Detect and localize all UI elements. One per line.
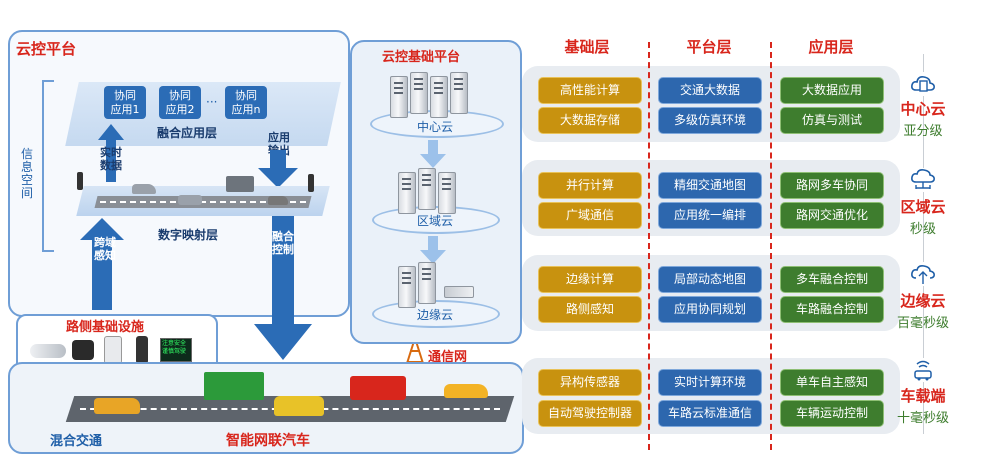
server-icon: [418, 168, 436, 210]
chip-base: 高性能计算: [538, 77, 642, 104]
chip-application: 车路融合控制: [780, 296, 884, 323]
app-card-n[interactable]: 协同 应用n: [225, 86, 267, 119]
chip-platform: 局部动态地图: [658, 266, 762, 293]
edge-cloud-icon: [910, 262, 936, 286]
server-icon: [398, 266, 416, 308]
row-latency-center-cloud: 亚分级: [903, 124, 943, 139]
server-icon: [418, 262, 436, 304]
network-cloud-icon: [910, 168, 936, 192]
intelligent-connected-vehicle-label: 智能网联汽车: [226, 433, 310, 449]
mapping-road-lines: [100, 201, 306, 203]
server-icon: [410, 72, 428, 114]
chip-base: 大数据存储: [538, 107, 642, 134]
server-icon: [390, 76, 408, 118]
fusion-control-arrow: [254, 216, 312, 360]
chip-platform: 应用协同规划: [658, 296, 762, 323]
region-cloud-label: 区域云: [416, 214, 453, 228]
chip-platform: 多级仿真环境: [658, 107, 762, 134]
column-divider: [770, 42, 772, 450]
cloud-control-platform-title: 云控平台: [16, 40, 77, 58]
column-header-platform: 平台层: [686, 38, 732, 56]
edge-box-icon: [444, 286, 474, 298]
radar-icon: [72, 340, 94, 360]
chip-application: 多车融合控制: [780, 266, 884, 293]
realtime-data-label: 实时数据: [100, 146, 122, 172]
apps-ellipsis: ···: [206, 95, 218, 109]
car-icon: [268, 196, 288, 205]
column-header-base: 基础层: [564, 38, 610, 56]
app-output-arrow: [258, 150, 298, 188]
chip-base: 并行计算: [538, 172, 642, 199]
fusion-layer-label: 融合应用层: [157, 126, 218, 140]
server-icon: [438, 172, 456, 214]
chip-platform: 实时计算环境: [658, 369, 762, 396]
communication-network-label: 通信网: [428, 350, 468, 365]
row-label-vehicle: 车载端: [900, 387, 946, 405]
traffic-light-icon: [308, 174, 314, 192]
chip-platform: 交通大数据: [658, 77, 762, 104]
mixed-traffic-label: 混合交通: [50, 434, 103, 449]
region-cloud-platform: [372, 206, 500, 234]
chip-base: 路侧感知: [538, 296, 642, 323]
roadside-infrastructure-title: 路侧基础设施: [66, 320, 145, 335]
chip-application: 大数据应用: [780, 77, 884, 104]
led-sign-text: 注意安全 谨慎驾驶: [162, 340, 187, 355]
row-latency-edge-cloud: 百毫秒级: [896, 316, 949, 331]
server-icon: [398, 172, 416, 214]
led-sign: [160, 338, 192, 362]
chip-platform: 精细交通地图: [658, 172, 762, 199]
center-cloud-label: 中心云: [416, 120, 453, 134]
chip-base: 广域通信: [538, 202, 642, 229]
chip-base: 边缘计算: [538, 266, 642, 293]
vehicle-signal-icon: [910, 358, 936, 382]
row-label-edge-cloud: 边缘云: [900, 292, 946, 310]
chip-platform: 车路云标准通信: [658, 400, 762, 427]
car-icon: [132, 184, 156, 194]
chip-base: 异构传感器: [538, 369, 642, 396]
pickup-truck-icon: [94, 398, 140, 414]
right-connector-line: [923, 54, 924, 434]
chip-base: 自动驾驶控制器: [538, 400, 642, 427]
edge-cloud-platform: [372, 300, 500, 328]
info-space-label: 信息空间: [20, 147, 33, 200]
row-latency-region-cloud: 秒级: [909, 222, 936, 237]
fusion-control-label: 融合控制: [272, 230, 294, 256]
chip-application: 单车自主感知: [780, 369, 884, 396]
fire-truck-icon: [350, 376, 406, 400]
camera-icon: [30, 344, 66, 358]
rsu-antenna-icon: [104, 336, 122, 364]
chip-application: 仿真与测试: [780, 107, 884, 134]
row-label-region-cloud: 区域云: [900, 198, 946, 216]
down-arrow-icon: [420, 140, 446, 168]
cross-domain-label: 跨域感知: [94, 236, 116, 262]
realtime-data-arrow: [98, 124, 124, 182]
school-bus-icon: [274, 396, 324, 416]
column-header-application: 应用层: [808, 38, 854, 56]
traffic-light-icon: [136, 336, 148, 364]
chip-application: 路网交通优化: [780, 202, 884, 229]
traffic-light-icon: [77, 172, 83, 190]
server-icon: [430, 76, 448, 118]
cloud-base-platform-title: 云控基础平台: [382, 50, 461, 65]
row-latency-vehicle: 十毫秒级: [896, 411, 949, 426]
app-card-1[interactable]: 协同 应用1: [104, 86, 146, 119]
chip-application: 路网多车协同: [780, 172, 884, 199]
green-truck-icon: [204, 372, 264, 400]
chip-application: 车辆运动控制: [780, 400, 884, 427]
server-icon: [450, 72, 468, 114]
server-cloud-icon: [910, 72, 936, 96]
bus-icon: [178, 195, 202, 205]
row-label-center-cloud: 中心云: [900, 100, 946, 118]
column-divider: [648, 42, 650, 450]
truck-icon: [226, 176, 254, 192]
edge-cloud-label: 边缘云: [416, 308, 453, 322]
info-space-bracket: [42, 80, 54, 252]
chip-platform: 应用统一编排: [658, 202, 762, 229]
app-card-2[interactable]: 协同 应用2: [159, 86, 201, 119]
cross-domain-sensing-arrow: [80, 218, 124, 310]
mapping-layer-label: 数字映射层: [158, 228, 219, 242]
sports-car-icon: [444, 384, 488, 398]
down-arrow-icon: [420, 236, 446, 264]
